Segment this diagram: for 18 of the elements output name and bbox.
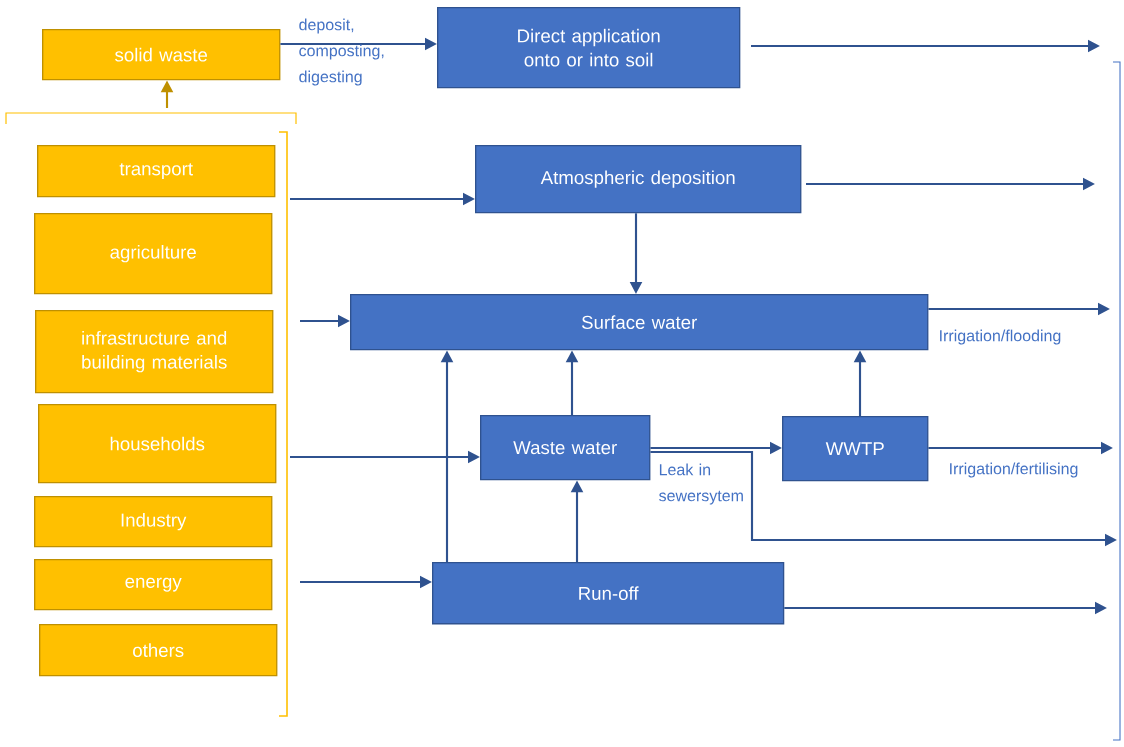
category-box: others bbox=[39, 624, 278, 677]
category-box: solid waste bbox=[42, 29, 281, 81]
edge-label: Irrigation/flooding bbox=[940, 329, 1061, 345]
category-box: infrastructure and building materials bbox=[35, 310, 274, 394]
process-box: Atmospheric deposition bbox=[475, 145, 802, 214]
process-box: WWTP bbox=[782, 416, 929, 482]
process-box: Direct application onto or into soil bbox=[437, 7, 741, 89]
category-box: transport bbox=[37, 145, 276, 198]
category-box: households bbox=[38, 404, 277, 484]
process-box: Surface water bbox=[350, 294, 929, 351]
process-box: Waste water bbox=[480, 415, 651, 481]
category-box: Industry bbox=[34, 496, 273, 548]
process-box: Run-off bbox=[432, 562, 785, 625]
category-box: energy bbox=[34, 559, 273, 611]
edge-label: Irrigation/fertilising bbox=[950, 462, 1078, 478]
category-box: agriculture bbox=[34, 213, 273, 295]
edge-label: deposit, composting, digesting bbox=[299, 18, 384, 86]
edge-label: Leak in sewersytem bbox=[659, 463, 743, 505]
